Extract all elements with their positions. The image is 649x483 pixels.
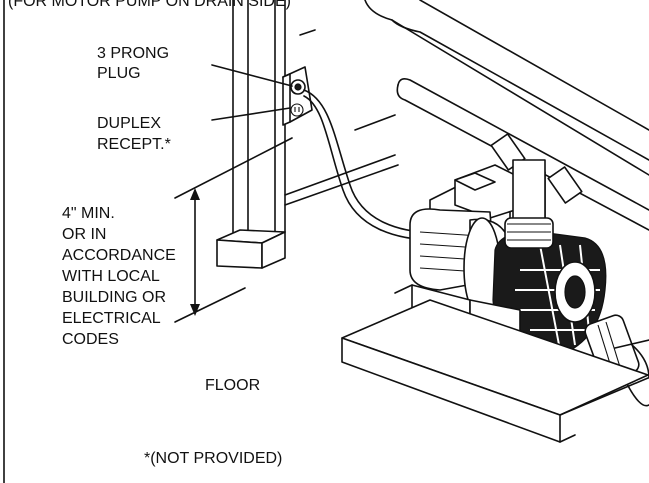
receptacle-label-line-1: DUPLEX — [97, 115, 161, 132]
tub-shell — [299, 0, 649, 176]
height-dimension — [174, 137, 293, 323]
pump-base — [341, 299, 649, 443]
discharge-pipe — [504, 159, 554, 249]
height-label-line-6: ELECTRICAL — [62, 310, 161, 327]
duplex-receptacle — [282, 66, 313, 126]
plug-label-line-2: PLUG — [97, 65, 141, 82]
height-label-line-1: 4" MIN. — [62, 205, 115, 222]
not-provided-note: *(NOT PROVIDED) — [144, 450, 282, 467]
height-label-line-7: CODES — [62, 331, 119, 348]
height-label-line-4: WITH LOCAL — [62, 268, 160, 285]
floor-label: FLOOR — [205, 377, 260, 394]
pipe-run — [396, 78, 649, 231]
height-label-line-2: OR IN — [62, 226, 106, 243]
leader-lines — [211, 64, 293, 121]
receptacle-label-line-2: RECEPT.* — [97, 136, 171, 153]
pump-volute — [492, 231, 607, 356]
header-fragment: (FOR MOTOR PUMP ON DRAIN SIDE) — [8, 0, 291, 10]
height-label-line-5: BUILDING OR — [62, 289, 166, 306]
height-label-line-3: ACCORDANCE — [62, 247, 176, 264]
bottom-plate — [216, 229, 286, 269]
plug-label-line-1: 3 PRONG — [97, 45, 169, 62]
three-prong-plug — [290, 79, 306, 95]
wall-studs — [232, 0, 399, 233]
